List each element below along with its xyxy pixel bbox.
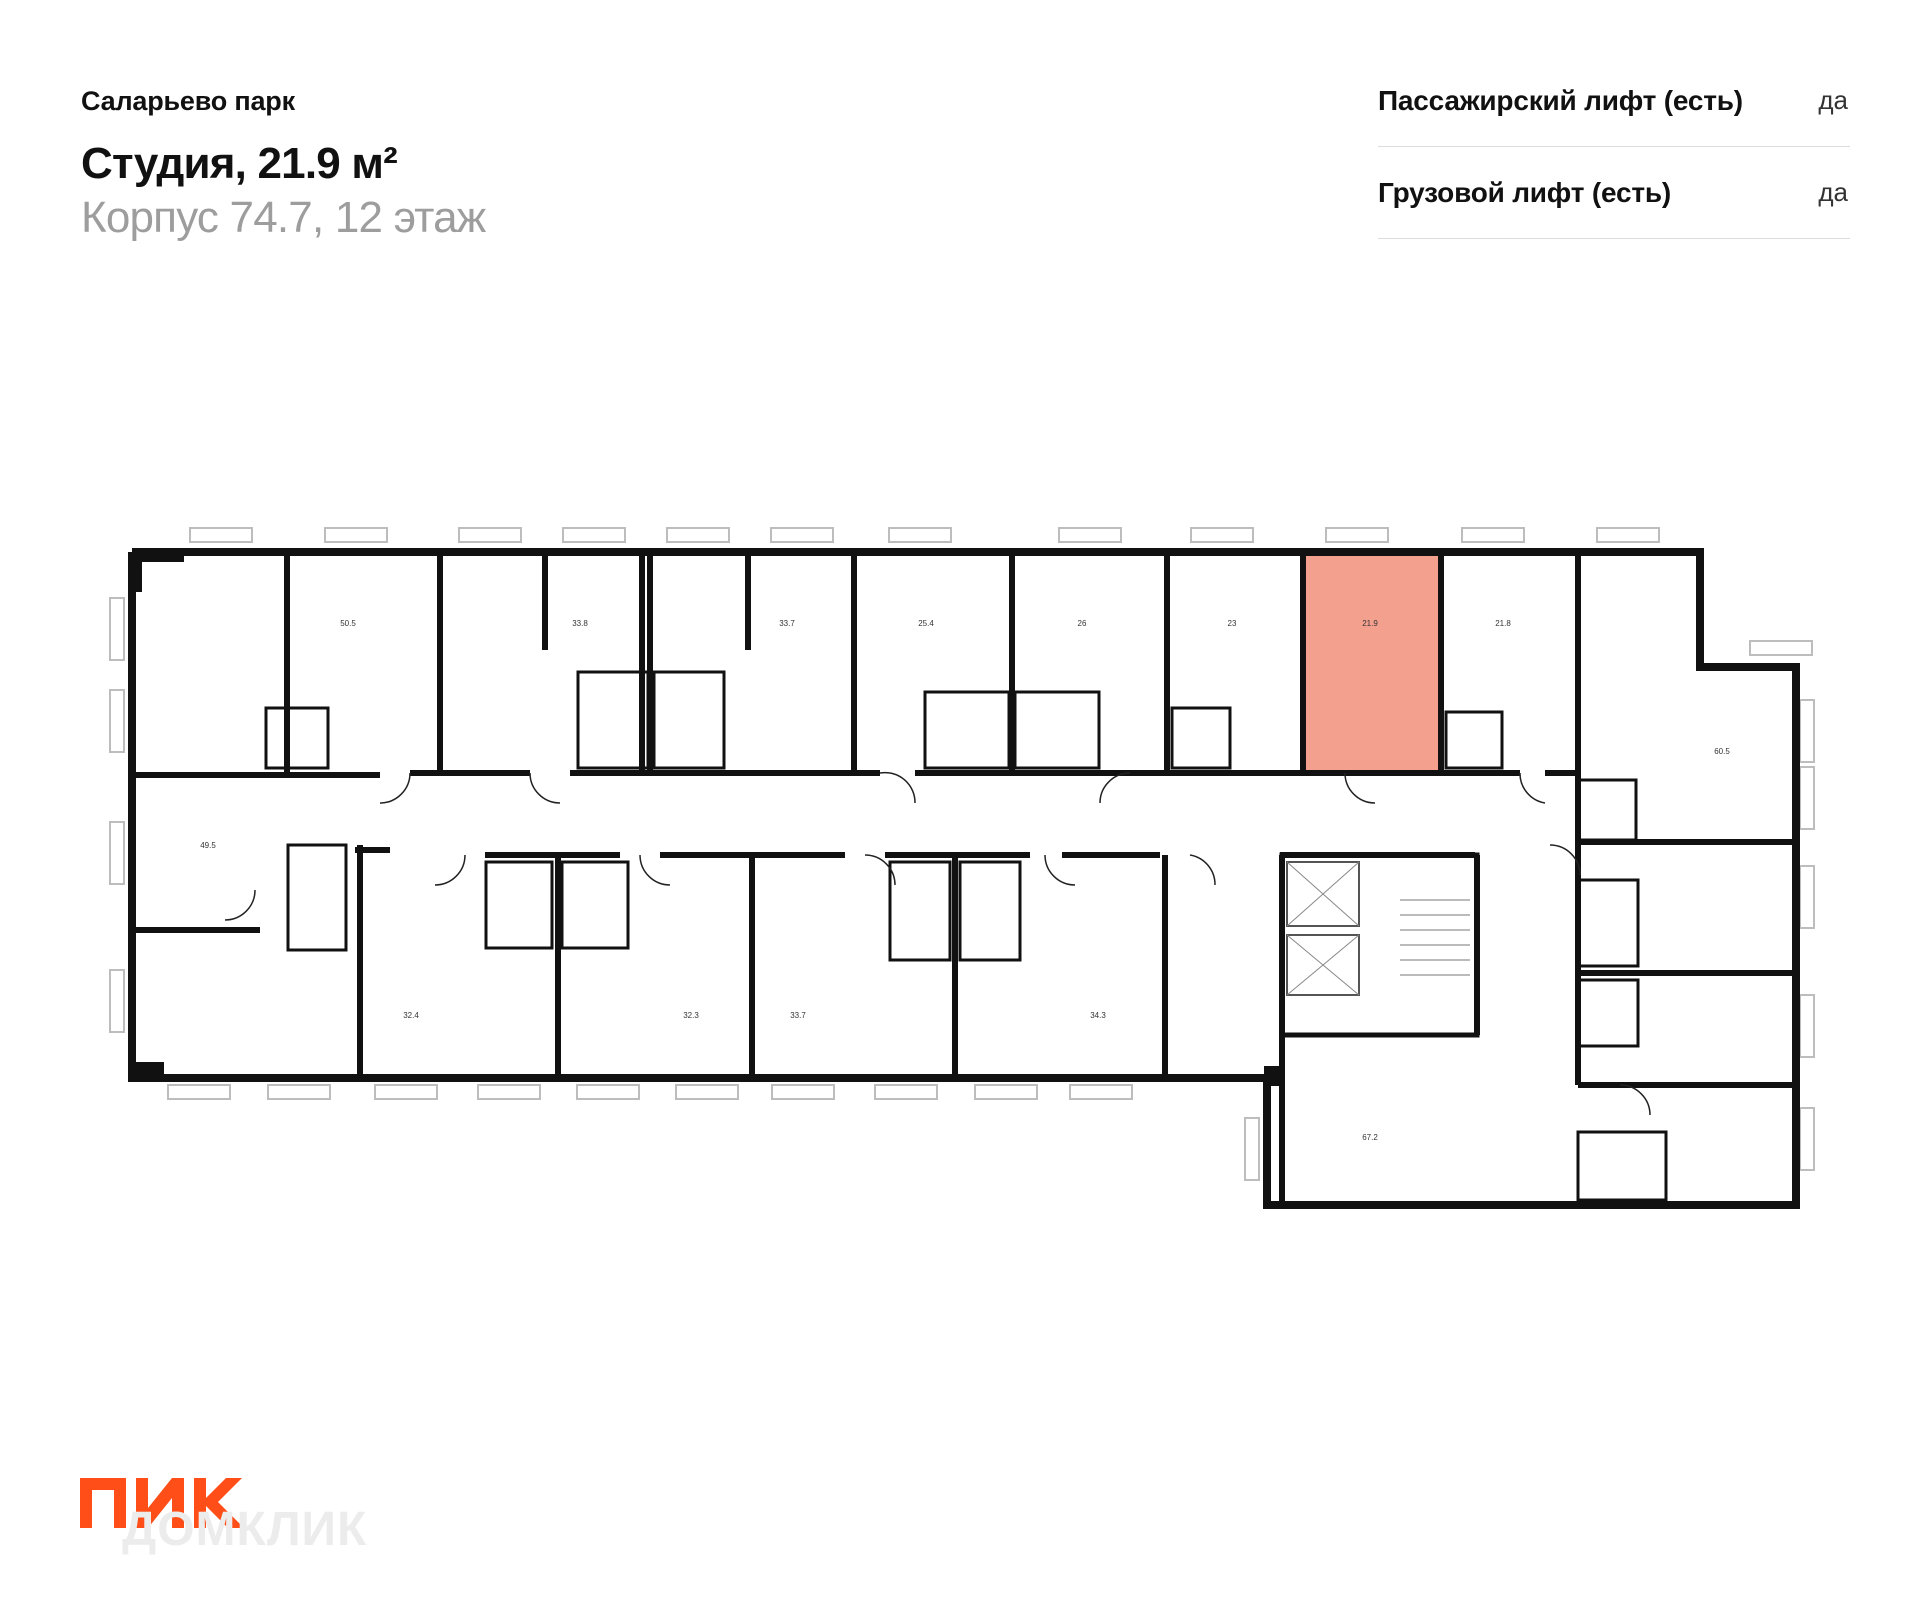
elevator-core (1279, 852, 1480, 1038)
room-label: 23 (1228, 619, 1237, 628)
corridor-walls (132, 770, 1796, 1088)
property-value: да (1818, 177, 1848, 207)
property-label: Пассажирский лифт (есть) (1378, 84, 1743, 116)
room-label: 21.9 (1362, 619, 1378, 628)
property-row-freight-lift: Грузовой лифт (есть) да (1378, 147, 1850, 239)
room-label: 60.5 (1714, 747, 1730, 756)
room-label: 33.7 (790, 1011, 806, 1020)
room-label: 25.4 (918, 619, 934, 628)
room-label: 33.7 (779, 619, 795, 628)
corner-columns (132, 552, 1280, 1086)
room-label: 34.3 (1090, 1011, 1106, 1020)
partition-walls (284, 552, 1581, 1205)
room-labels: 50.5 33.8 33.7 25.4 26 23 21.9 21.8 60.5… (200, 619, 1730, 1142)
property-value: да (1818, 85, 1848, 115)
bathrooms (264, 670, 1668, 1202)
project-name: Саларьево парк (81, 86, 295, 116)
outer-walls (128, 548, 1800, 1209)
watermark-text: ДОМКЛИК (122, 1503, 368, 1556)
property-row-passenger-lift: Пассажирский лифт (есть) да (1378, 55, 1850, 147)
room-label: 33.8 (572, 619, 588, 628)
room-label: 50.5 (340, 619, 356, 628)
room-label: 49.5 (200, 841, 216, 850)
door-swings (224, 771, 1651, 1116)
room-label: 26 (1078, 619, 1087, 628)
highlighted-apartment[interactable] (1300, 549, 1444, 776)
apartment-title: Студия, 21.9 м² (81, 139, 398, 188)
pik-logo (80, 1478, 244, 1528)
property-label: Грузовой лифт (есть) (1378, 176, 1671, 208)
apartment-location: Корпус 74.7, 12 этаж (81, 193, 486, 242)
property-list: Пассажирский лифт (есть) да Грузовой лиф… (1378, 55, 1850, 239)
room-label: 67.2 (1362, 1133, 1378, 1142)
room-label: 21.8 (1495, 619, 1511, 628)
room-label: 32.4 (403, 1011, 419, 1020)
room-label: 32.3 (683, 1011, 699, 1020)
